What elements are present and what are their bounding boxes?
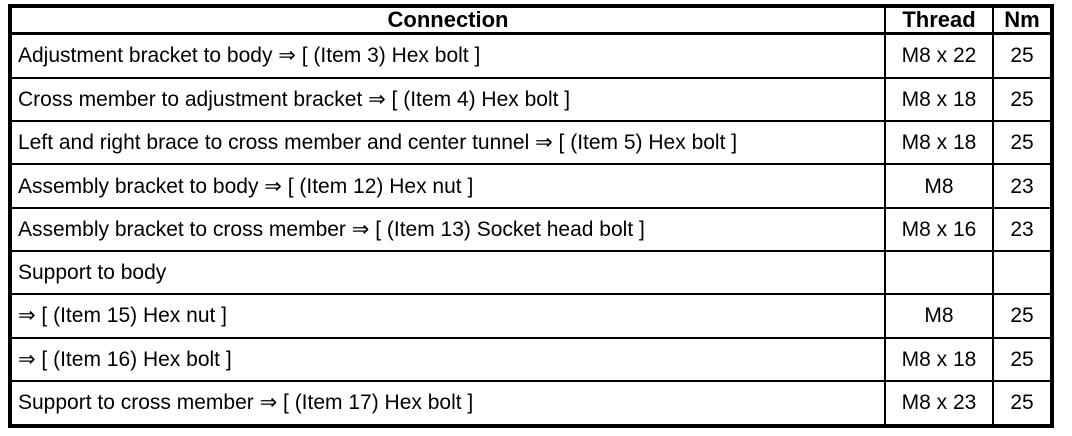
cell-connection: Assembly bracket to body ⇒ [ (Item 12) H… [9,163,886,209]
cell-connection: ⇒ [ (Item 15) Hex nut ] [9,293,886,339]
cell-connection: Assembly bracket to cross member ⇒ [ (It… [9,206,886,253]
cell-thread: M8 x 23 [884,379,994,428]
table-row: Support to cross member ⇒ [ (Item 17) He… [9,379,1053,428]
cell-nm: 25 [992,379,1053,428]
table-row: Adjustment bracket to body ⇒ [ (Item 3) … [9,32,1053,79]
cell-nm: 23 [992,206,1053,253]
cell-thread: M8 [884,163,994,209]
cell-nm: 25 [992,120,1053,166]
column-header-nm: Nm [992,5,1053,36]
table-row: Left and right brace to cross member and… [9,120,1053,166]
cell-nm [992,250,1053,296]
cell-connection: Left and right brace to cross member and… [9,120,886,166]
cell-nm: 25 [992,336,1053,382]
cell-thread: M8 x 18 [884,336,994,382]
table-row: ⇒ [ (Item 16) Hex bolt ] M8 x 18 25 [9,336,1053,382]
cell-connection: ⇒ [ (Item 16) Hex bolt ] [9,336,886,382]
cell-nm: 25 [992,293,1053,339]
table-row: Assembly bracket to body ⇒ [ (Item 12) H… [9,163,1053,209]
cell-connection: Support to body [9,250,886,296]
cell-thread: M8 [884,293,994,339]
cell-nm: 23 [992,163,1053,209]
column-header-connection: Connection [9,5,886,36]
torque-spec-table: Connection Thread Nm Adjustment bracket … [8,4,1054,428]
table-row: Cross member to adjustment bracket ⇒ [ (… [9,76,1053,123]
cell-nm: 25 [992,76,1053,123]
column-header-thread: Thread [884,5,994,36]
table-row: Support to body [9,250,1053,296]
table-header-row: Connection Thread Nm [9,5,1053,36]
cell-nm: 25 [992,32,1053,79]
table-row: ⇒ [ (Item 15) Hex nut ] M8 25 [9,293,1053,339]
cell-thread: M8 x 22 [884,32,994,79]
cell-thread [884,250,994,296]
cell-connection: Adjustment bracket to body ⇒ [ (Item 3) … [9,32,886,79]
cell-thread: M8 x 18 [884,120,994,166]
cell-thread: M8 x 16 [884,206,994,253]
table-row: Assembly bracket to cross member ⇒ [ (It… [9,206,1053,253]
cell-connection: Cross member to adjustment bracket ⇒ [ (… [9,76,886,123]
cell-thread: M8 x 18 [884,76,994,123]
cell-connection: Support to cross member ⇒ [ (Item 17) He… [9,379,886,428]
